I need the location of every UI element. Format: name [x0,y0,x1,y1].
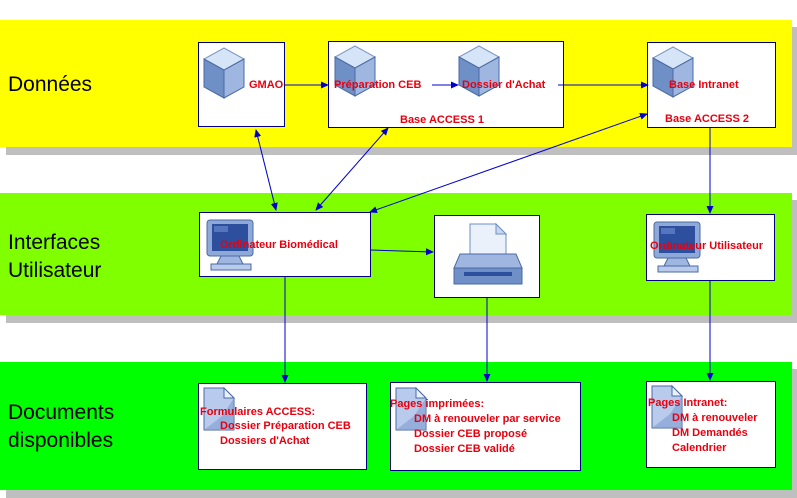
label-preparation-ceb: Préparation CEB [334,79,422,91]
label-gmao: GMAO [249,79,284,91]
document-icon [395,386,428,431]
label-base-intranet: Base Intranet [669,79,739,91]
label-ordinateur-utilisateur: Ordinateur Utilisateur [650,240,764,252]
database-cube-icon [457,45,501,97]
pages-imprimees-item: Dossier CEB validé [414,443,515,455]
pages-imprimees-title: Pages imprimées: [390,398,485,410]
database-cube-icon [202,47,246,99]
database-cube-icon [651,46,695,98]
formulaires-item: Dossier Préparation CEB [220,420,351,432]
pages-intranet-item: Calendrier [672,442,727,454]
band-donnees-label: Données [8,73,93,96]
printer-icon [453,222,523,285]
pages-intranet-item: DM Demandés [672,427,748,439]
arrow-access1-biomedical [315,127,389,211]
band-interfaces-label-2: Utilisateur [8,259,102,282]
label-ordinateur-biomedical: Ordinateur Biomédical [220,239,338,251]
band-documents-label-2: disponibles [8,429,114,452]
formulaires-item: Dossiers d'Achat [220,435,310,447]
arrow-biomedical-imprimante [370,248,434,256]
formulaires-title: Formulaires ACCESS: [200,406,316,418]
computer-monitor-icon [206,219,254,271]
document-icon [203,386,236,431]
label-dossier-achat: Dossier d'Achat [462,79,546,91]
band-interfaces-label-1: Interfaces [8,231,101,254]
database-cube-icon [333,45,377,97]
pages-imprimees-item: DM à renouveler par service [414,413,561,425]
arrow-gmao-biomedical [254,129,278,211]
pages-intranet-item: DM à renouveler [672,412,758,424]
band-documents-label-1: Documents [8,401,115,424]
label-base-access-1: Base ACCESS 1 [400,114,484,126]
computer-monitor-icon [653,221,701,273]
pages-imprimees-item: Dossier CEB proposé [414,428,528,440]
label-base-access-2: Base ACCESS 2 [665,113,749,125]
document-icon [651,384,684,429]
arrow-biomedical-access2 [369,113,648,213]
pages-intranet-title: Pages Intranet: [648,397,728,409]
